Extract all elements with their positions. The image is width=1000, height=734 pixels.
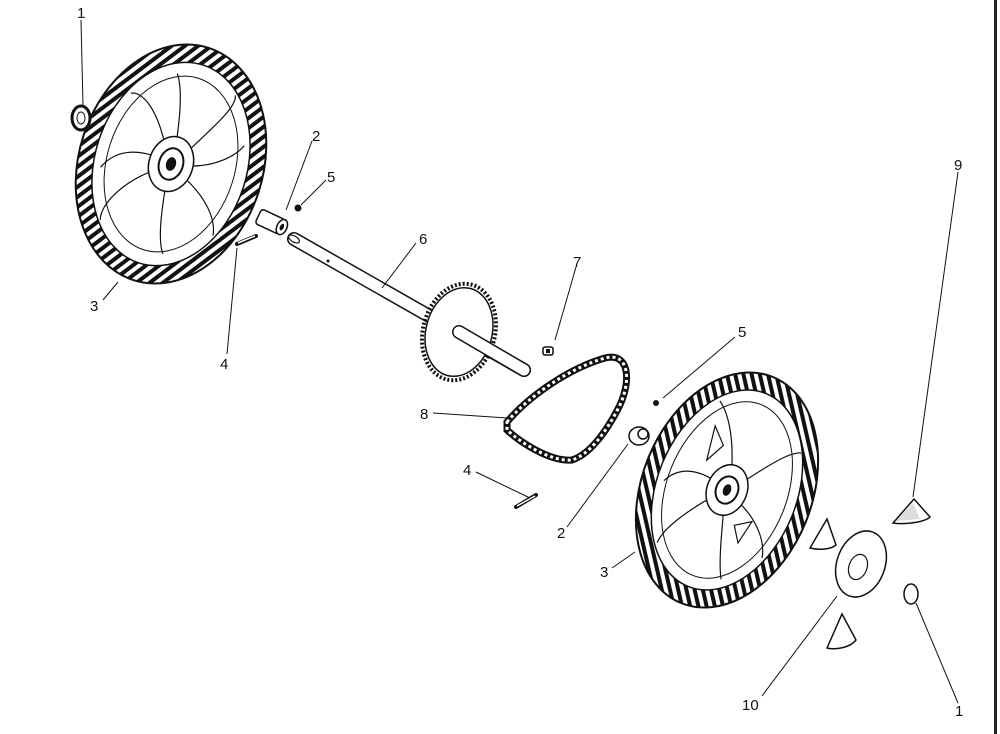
leader-lines [80, 19, 959, 704]
callout-6: 6 [419, 231, 427, 248]
callout-9: 9 [954, 157, 962, 174]
right-ball [653, 400, 659, 406]
callout-1-bottom: 1 [955, 703, 963, 720]
clip-left [808, 517, 837, 550]
callout-2-right: 2 [557, 525, 565, 542]
left-pinion [255, 209, 289, 236]
left-wheel [74, 43, 268, 285]
callout-8: 8 [420, 406, 428, 423]
callout-1-top: 1 [77, 5, 85, 22]
callout-7: 7 [573, 254, 581, 271]
key [542, 346, 554, 356]
clip-lower [825, 612, 857, 650]
callout-3-right: 3 [600, 564, 608, 581]
callout-3-left: 3 [90, 298, 98, 315]
washer-top [70, 104, 92, 132]
callout-5-left: 5 [327, 169, 335, 186]
hub-cap [834, 530, 888, 598]
callout-4-left: 4 [220, 356, 228, 373]
washer-bottom [903, 583, 919, 605]
right-wheel [634, 371, 820, 609]
callout-10: 10 [742, 697, 759, 714]
right-border [994, 0, 997, 734]
callout-5-right: 5 [738, 324, 746, 341]
left-ball [294, 204, 302, 212]
callout-4-right: 4 [463, 462, 471, 479]
callout-2-left: 2 [312, 128, 320, 145]
right-pinion [628, 426, 650, 446]
